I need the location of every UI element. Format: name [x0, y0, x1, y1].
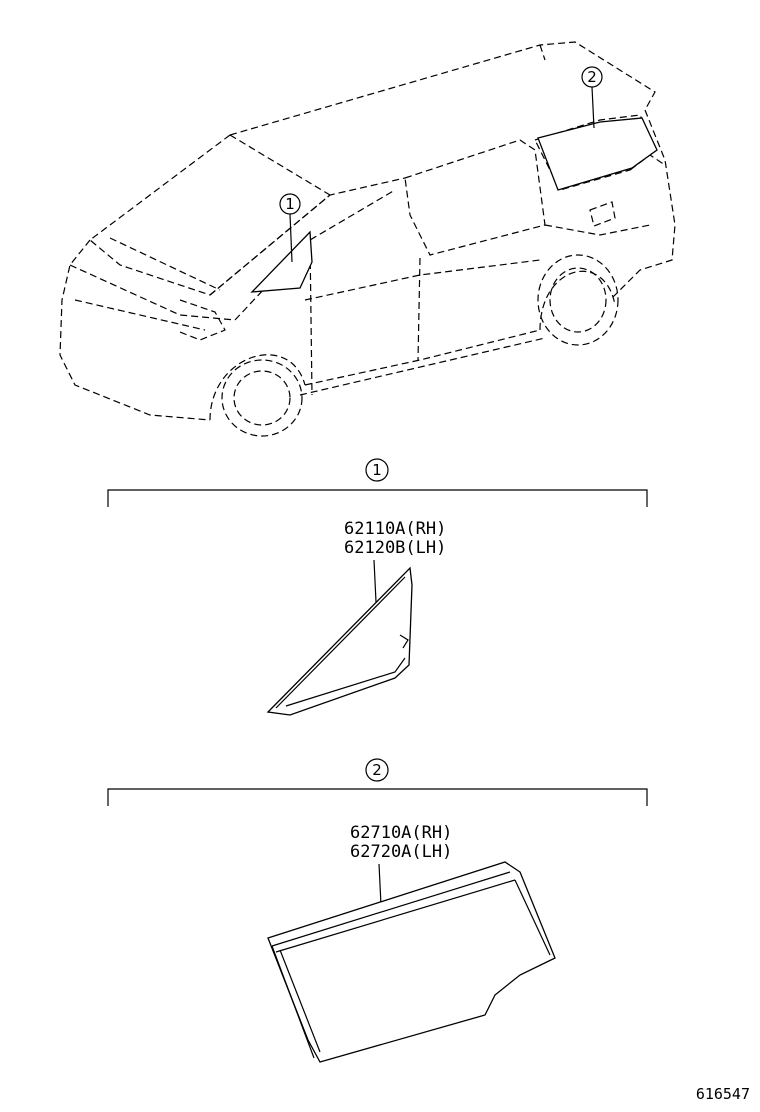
vehicle-outline [59, 41, 676, 437]
section-1-number: 1 [372, 461, 382, 479]
svg-text:2: 2 [587, 68, 597, 86]
part-number-62720A: 62720A(LH) [350, 842, 452, 862]
callout-2-vehicle: 2 [581, 66, 603, 129]
section-1: 1 62110A(RH) 62120B(LH) [107, 458, 648, 716]
front-quarter-window-on-vehicle [250, 230, 313, 293]
section-2: 2 62710A(RH) 62720A(LH) [107, 758, 648, 1063]
callout-1-vehicle: 1 [279, 193, 301, 263]
section-2-number: 2 [372, 761, 382, 779]
svg-text:1: 1 [285, 195, 295, 213]
part-number-62110A: 62110A(RH) [344, 519, 446, 539]
rear-quarter-window-glass [267, 861, 556, 1063]
part-number-62120B: 62120B(LH) [344, 538, 446, 558]
rear-quarter-window-on-vehicle [537, 117, 658, 191]
part-number-62710A: 62710A(RH) [350, 823, 452, 843]
front-quarter-window-glass [266, 566, 413, 716]
figure-id: 616547 [696, 1085, 750, 1103]
